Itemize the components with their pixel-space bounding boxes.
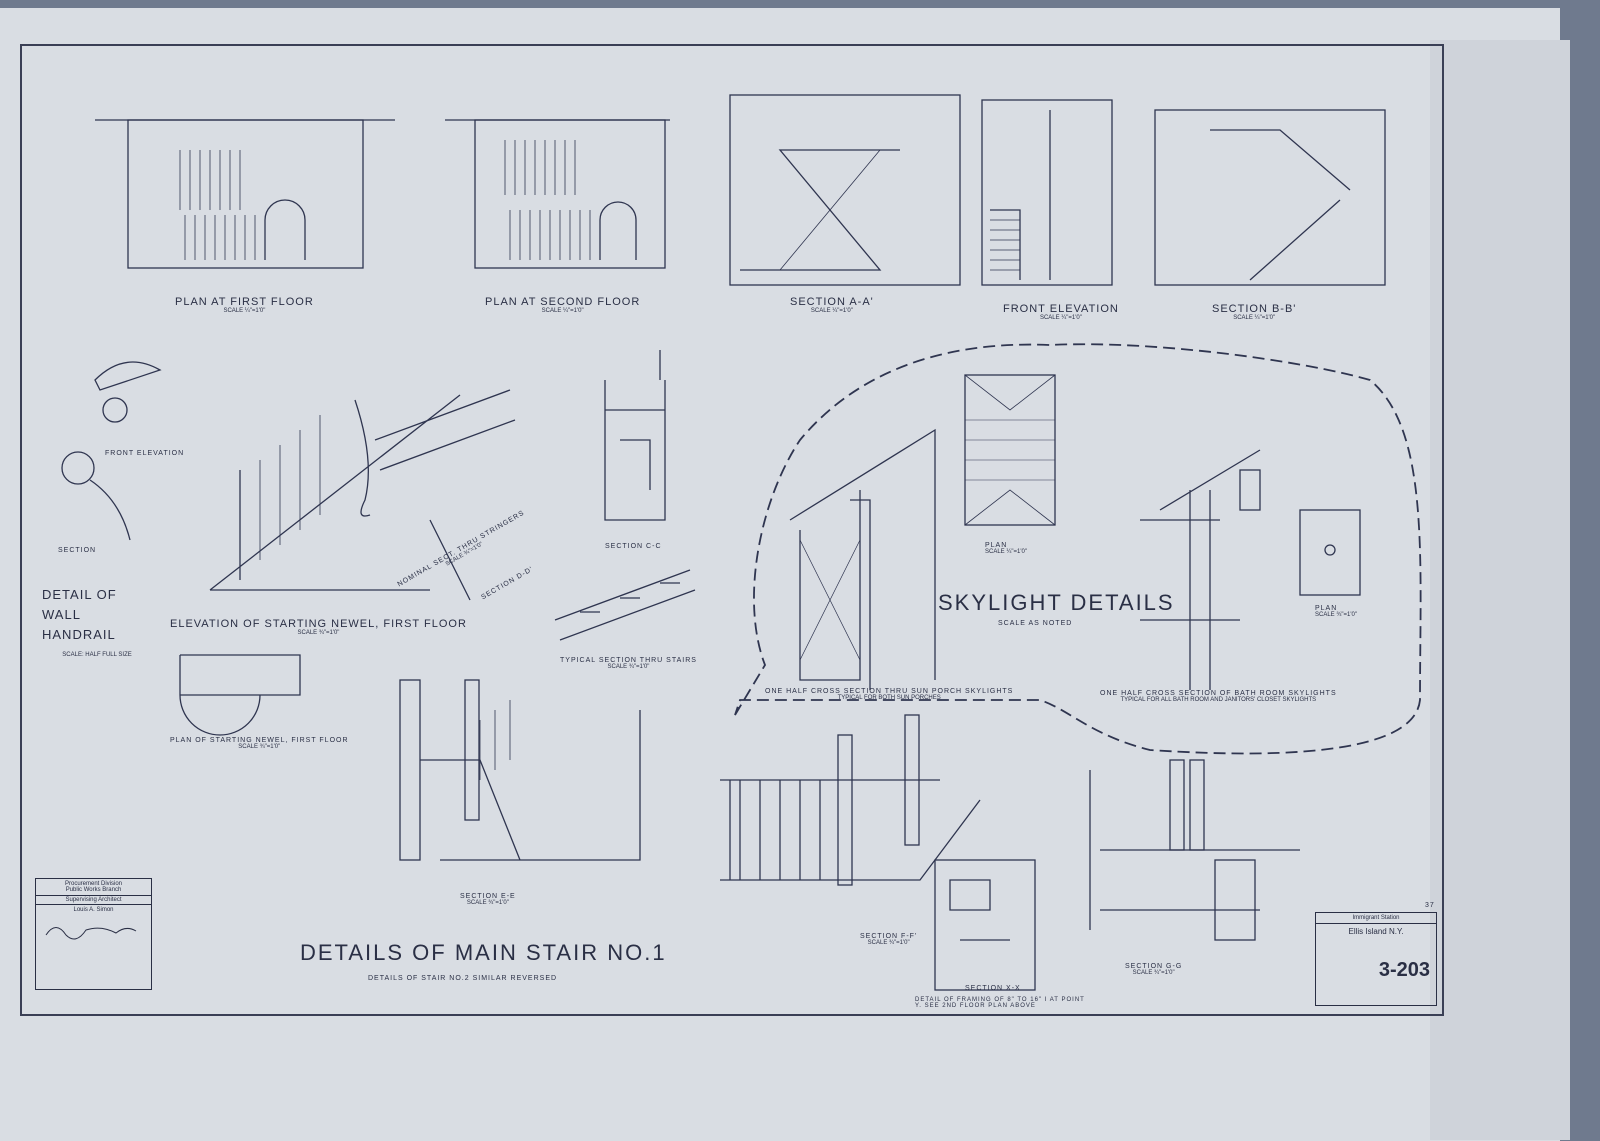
plan-second-floor-drawing xyxy=(445,119,670,269)
title-block-location: Ellis Island N.Y. xyxy=(1348,927,1404,936)
section-b-b-drawing xyxy=(1154,109,1386,286)
view-label: Detail of Wall HandrailScale: Half Full … xyxy=(42,587,132,658)
view-label: Section xyxy=(58,547,97,554)
view-label: Section F-F'Scale ¾"=1'0" xyxy=(860,933,918,946)
view-label: PlanScale ¼"=1'0" xyxy=(985,542,1027,555)
signature xyxy=(45,927,137,940)
section-a-a-drawing xyxy=(729,94,961,286)
newel-plan-drawing xyxy=(179,654,301,736)
view-label: Plan at First FloorScale ¼"=1'0" xyxy=(175,296,314,314)
section-e-e-drawing xyxy=(399,679,641,861)
view-label: Elevation of Starting Newel, First Floor… xyxy=(170,618,467,636)
bath-plan-drawing xyxy=(1299,509,1361,596)
view-label: One Half Cross Section of Bath Room Skyl… xyxy=(1100,690,1337,703)
view-label: Section B-B'Scale ¼"=1'0" xyxy=(1212,303,1297,321)
view-label: Typical Section Thru StairsScale ¾"=1'0" xyxy=(560,657,697,670)
skylight-boundary xyxy=(734,343,1422,755)
title-block-architect: Louis A. Simon xyxy=(73,907,114,913)
bath-skylight-drawing xyxy=(1140,449,1261,690)
stringers-drawing xyxy=(374,389,516,601)
title-block-right: Immigrant Station Ellis Island N.Y. 3-20… xyxy=(1315,912,1437,1006)
section-g-g-drawing xyxy=(1089,759,1300,941)
skylight-plan-drawing xyxy=(964,374,1056,526)
section-f-f-drawing xyxy=(720,714,981,886)
drawing-title: Details of Main Stair No.1 xyxy=(300,940,667,965)
underlying-sheet xyxy=(1430,40,1570,1140)
drawing-subtitle: Details of Stair No.2 Similar Reversed xyxy=(368,975,558,982)
plan-first-floor-drawing xyxy=(95,119,395,269)
view-label: Section G-GScale ¾"=1'0" xyxy=(1125,963,1183,976)
view-label: Section A-A'Scale ¼"=1'0" xyxy=(790,296,874,314)
view-label: One Half Cross Section Thru Sun Porch Sk… xyxy=(765,688,1014,701)
sun-porch-section-drawing xyxy=(789,428,936,690)
wall-handrail-drawing xyxy=(61,361,162,541)
view-label: Front Elevation xyxy=(105,450,185,457)
skylight-scale: Scale as noted xyxy=(998,620,1073,627)
starting-newel-drawing xyxy=(209,394,461,591)
view-label: Section X-X xyxy=(965,985,1021,992)
section-c-c-drawing xyxy=(604,350,666,521)
title-block-project: Immigrant Station xyxy=(1316,913,1436,924)
typical-section-stairs-drawing xyxy=(554,569,696,641)
drawing-border xyxy=(20,44,1444,1016)
front-elevation-drawing xyxy=(981,99,1113,286)
sheet-number: 37 xyxy=(1425,902,1435,909)
view-label: Section C-C xyxy=(605,543,662,550)
framing-note: Detail of Framing of 8" to 16" I at Poin… xyxy=(915,997,1085,1009)
title-block-architect-role: Supervising Architect xyxy=(36,896,151,905)
view-label: Plan at Second FloorScale ¼"=1'0" xyxy=(485,296,641,314)
skylight-title: Skylight Details xyxy=(938,590,1175,615)
drawing-number: 3-203 xyxy=(1378,959,1430,981)
view-label: PlanScale ¾"=1'0" xyxy=(1315,605,1357,618)
view-label: Plan of Starting Newel, First FloorScale… xyxy=(170,737,349,750)
view-label: Section E-EScale ¾"=1'0" xyxy=(460,893,516,906)
section-x-x-drawing xyxy=(934,859,1036,991)
view-label: Front ElevationScale ¼"=1'0" xyxy=(1003,303,1119,321)
